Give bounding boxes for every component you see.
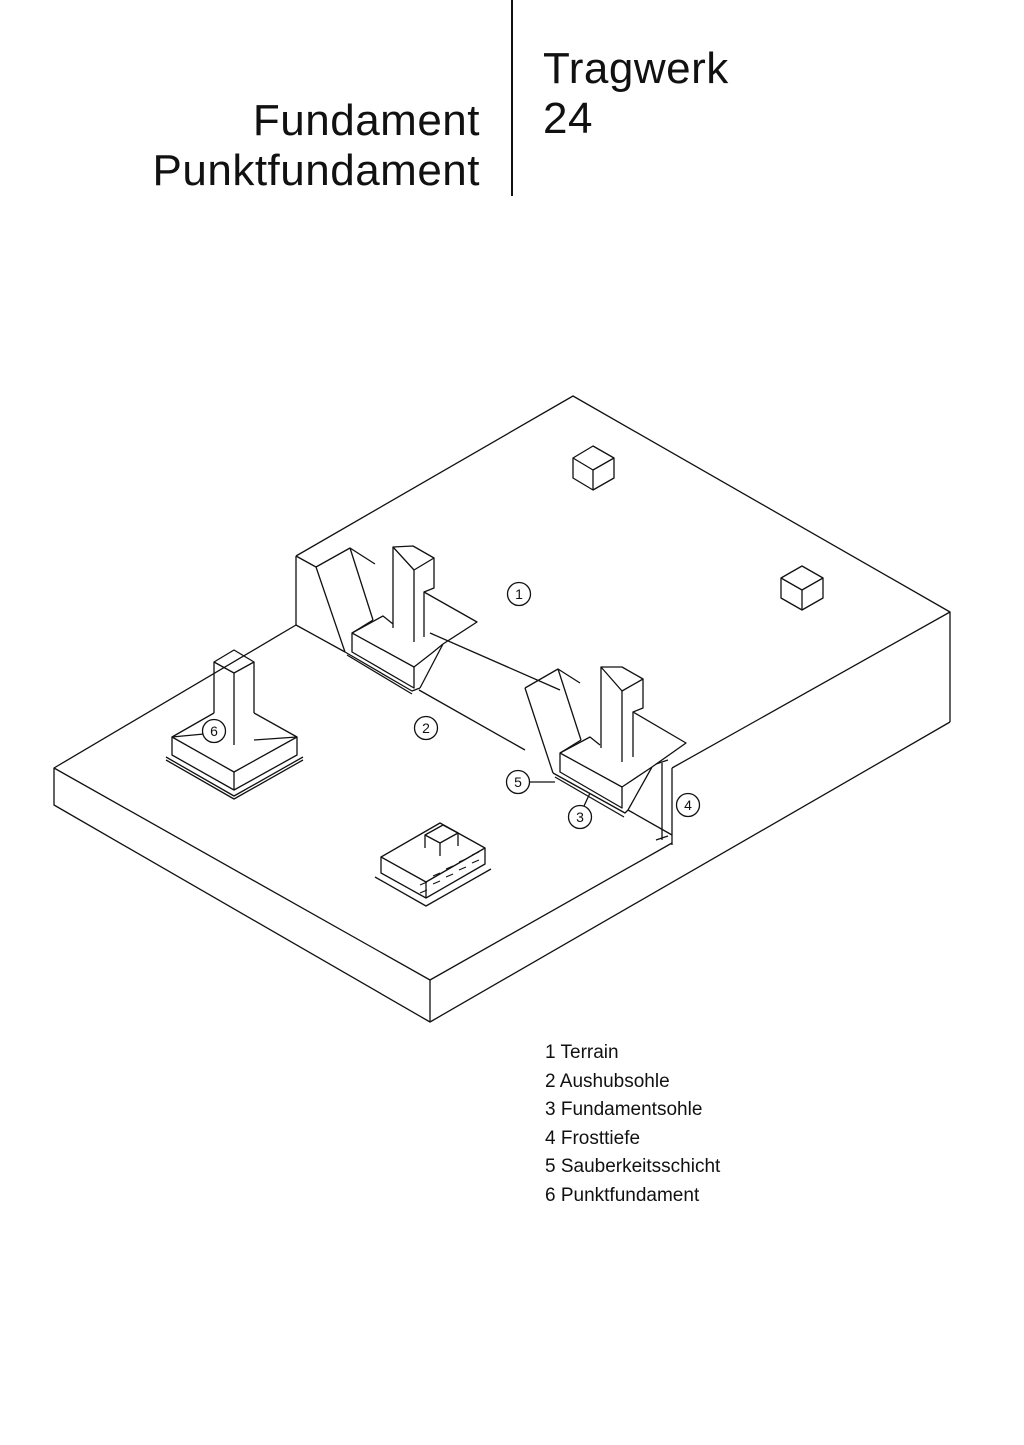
pit-foundation-upper — [315, 545, 478, 695]
svg-text:3: 3 — [576, 809, 584, 825]
legend-item: 1 Terrain — [545, 1042, 619, 1063]
legend-item: 2 Aushubsohle — [545, 1070, 670, 1092]
cube-marker — [572, 445, 615, 491]
callout-2: 2 — [413, 715, 439, 741]
pit-foundation-lower — [524, 666, 687, 841]
title-line-punktfundament: Punktfundament — [152, 146, 480, 195]
svg-text:6: 6 — [210, 723, 218, 739]
excavation-slab — [53, 624, 951, 1023]
svg-text:4: 4 — [684, 797, 692, 813]
legend-item: 3 Fundamentsohle — [545, 1099, 703, 1121]
legend: 1 Terrain 2 Aushubsohle 3 Fundamentsohle… — [545, 1039, 720, 1211]
title-line-fundament: Fundament — [252, 96, 480, 145]
callout-4: 4 — [675, 792, 701, 818]
section-title: Fundament Punktfundament — [153, 96, 480, 196]
callout-5: 5 — [505, 769, 531, 795]
svg-text:2: 2 — [422, 720, 430, 736]
svg-text:5: 5 — [514, 774, 522, 790]
chapter-name: Tragwerk — [543, 44, 729, 93]
point-foundation — [165, 649, 304, 800]
svg-text:1: 1 — [515, 586, 523, 602]
chapter-number: 24 — [543, 94, 593, 143]
callout-1: 1 — [506, 581, 532, 607]
cube-marker — [780, 565, 824, 611]
strip-foundation — [374, 822, 492, 907]
legend-item: 6 Punktfundament — [545, 1184, 700, 1206]
legend-item: 5 Sauberkeitsschicht — [545, 1156, 721, 1178]
legend-item: 4 Frosttiefe — [545, 1127, 641, 1149]
terrain-block — [295, 395, 951, 845]
callout-3: 3 — [567, 804, 593, 830]
header-divider — [511, 0, 513, 196]
chapter-title: Tragwerk 24 — [543, 44, 729, 144]
callout-6: 6 — [201, 718, 227, 744]
